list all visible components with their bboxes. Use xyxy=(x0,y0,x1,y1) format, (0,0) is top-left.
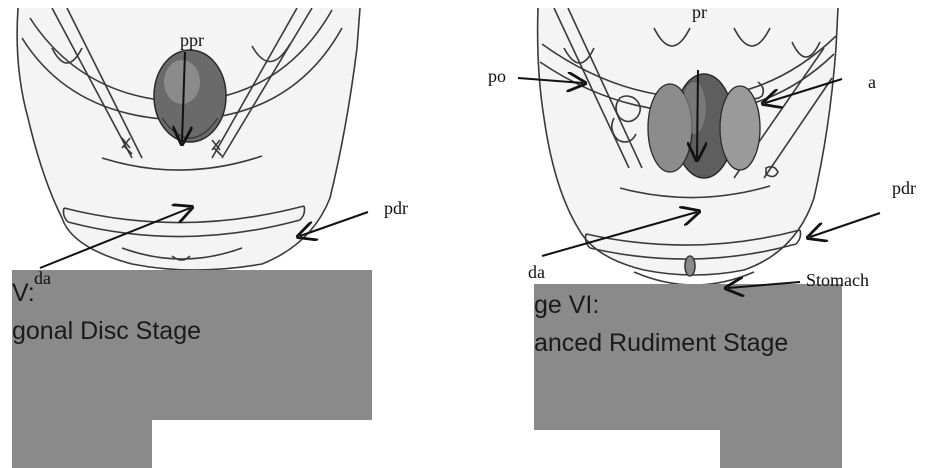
label-po: po xyxy=(488,66,506,87)
arrow-stomach xyxy=(728,282,800,288)
arrow-da-right xyxy=(542,212,697,256)
label-da-right: da xyxy=(528,262,545,283)
arrow-da-left xyxy=(40,208,190,268)
label-pdr-left: pdr xyxy=(384,198,408,219)
label-a: a xyxy=(868,72,876,93)
arrow-po xyxy=(518,78,583,83)
arrow-pdr-right xyxy=(810,213,880,237)
label-pr: pr xyxy=(692,2,707,23)
label-ppr: ppr xyxy=(180,30,204,51)
arrow-ppr xyxy=(182,52,185,142)
label-stomach: Stomach xyxy=(806,270,869,291)
arrow-pr xyxy=(697,70,698,158)
label-pdr-right: pdr xyxy=(892,178,916,199)
arrow-pdr-left xyxy=(300,212,368,236)
arrow-a xyxy=(765,79,842,103)
label-da-left: da xyxy=(34,268,51,289)
